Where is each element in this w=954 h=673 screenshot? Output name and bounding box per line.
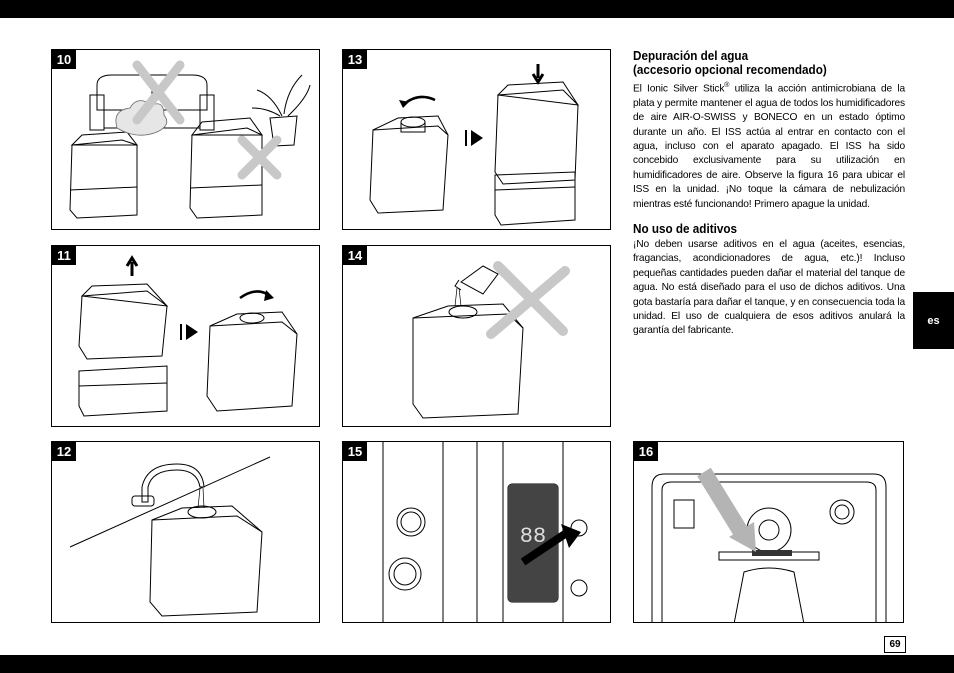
- section-title: Depuración del agua (accesorio opcional …: [633, 48, 827, 77]
- bottom-black-bar: [0, 655, 954, 673]
- figure-12-panel: 12: [51, 441, 320, 623]
- figure-11-illustration: [78, 255, 298, 417]
- figure-14-panel: 14: [342, 245, 611, 427]
- figure-11-panel: 11: [51, 245, 320, 427]
- figure-13-panel: 13: [342, 49, 611, 230]
- figure-13-illustration: [369, 64, 580, 226]
- figure-number: 12: [52, 442, 76, 461]
- section-no-additives: No uso de aditivos ¡No deben usarse adit…: [633, 222, 905, 339]
- figure-number: 16: [634, 442, 658, 461]
- section-water-purification: Depuración del agua (accesorio opcional …: [633, 49, 905, 212]
- figure-number: 13: [343, 50, 367, 69]
- figure-10-panel: 10: [51, 49, 320, 230]
- figure-16-illustration: [651, 467, 887, 622]
- section-title: No uso de aditivos: [633, 221, 738, 236]
- figure-16-panel: 16: [633, 441, 904, 623]
- language-tab: es: [913, 292, 954, 349]
- figure-number: 14: [343, 246, 367, 265]
- section-body: ¡No deben usarse aditivos en el agua (ac…: [633, 239, 905, 337]
- figure-number: 15: [343, 442, 367, 461]
- figure-10-illustration: [69, 60, 311, 219]
- page-number: 69: [884, 636, 906, 653]
- figure-14-illustration: [412, 261, 570, 419]
- section-body: El Ionic Silver Stick® utiliza la acción…: [633, 82, 905, 210]
- figure-12-illustration: [69, 456, 271, 617]
- figure-15-illustration: 88: [382, 442, 588, 622]
- top-black-bar: [0, 0, 954, 18]
- figure-15-panel: 15 88: [342, 441, 611, 623]
- figure-number: 11: [52, 246, 76, 265]
- figure-number: 10: [52, 50, 76, 69]
